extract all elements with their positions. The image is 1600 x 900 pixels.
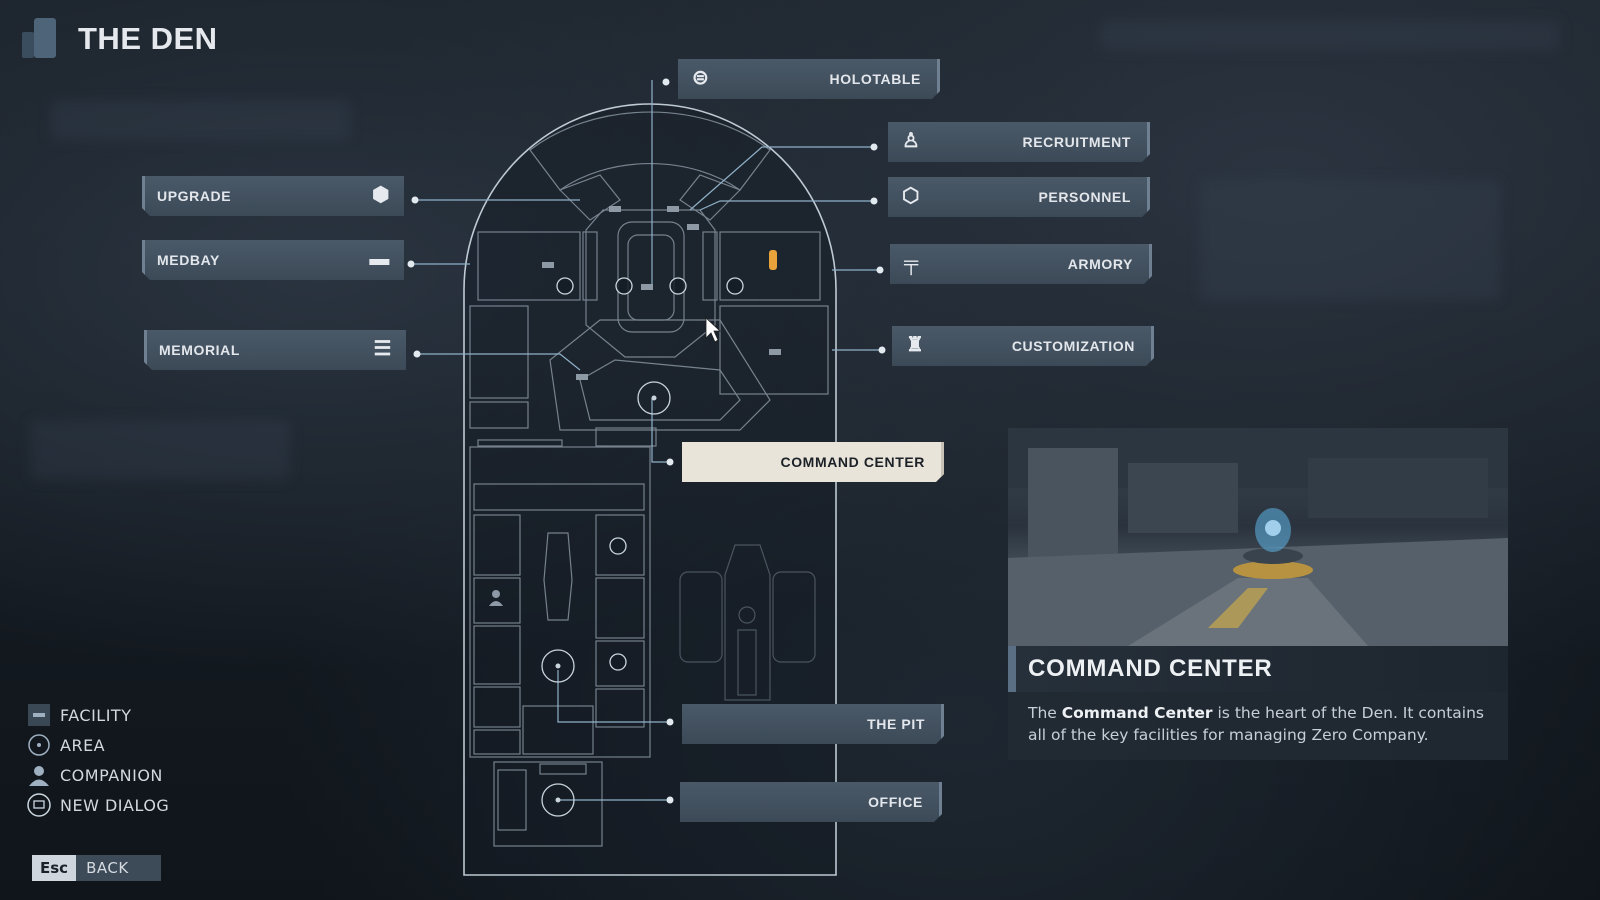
legend-area: AREA: [26, 730, 169, 760]
background-blur: [50, 100, 350, 140]
background-blur: [1100, 20, 1560, 50]
esc-key: Esc: [32, 855, 77, 881]
facility-icon: [26, 702, 52, 728]
callout-holotable[interactable]: ⊜ HOLOTABLE: [678, 59, 940, 99]
map-legend: FACILITY AREA COMPANION NEW DIALOG: [26, 700, 169, 820]
callout-medbay[interactable]: MEDBAY ▬: [142, 240, 404, 280]
callout-customization-label: CUSTOMIZATION: [1011, 338, 1135, 354]
legend-facility: FACILITY: [26, 700, 169, 730]
callout-command-center-label: COMMAND CENTER: [780, 454, 925, 470]
callout-customization[interactable]: ♜ CUSTOMIZATION: [892, 326, 1154, 366]
callout-office[interactable]: OFFICE: [680, 782, 942, 822]
callout-armory[interactable]: ╤ ARMORY: [890, 244, 1152, 284]
info-title: COMMAND CENTER: [1028, 655, 1273, 682]
callout-personnel-label: PERSONNEL: [1038, 189, 1131, 205]
callout-memorial-label: MEMORIAL: [159, 342, 241, 358]
callout-upgrade-label: UPGRADE: [157, 188, 232, 204]
armory-icon: ╤: [904, 252, 919, 274]
back-label: BACK: [76, 855, 161, 881]
legend-companion: COMPANION: [26, 760, 169, 790]
leader-lines: [411, 80, 882, 801]
info-description: The Command Center is the heart of the D…: [1008, 692, 1508, 760]
callout-the-pit-label: THE PIT: [867, 716, 925, 732]
page-title: THE DEN: [78, 21, 218, 56]
holotable-icon: ⊜: [692, 67, 710, 89]
upgrade-icon: ⬢: [371, 184, 390, 206]
callout-command-center[interactable]: COMMAND CENTER: [682, 442, 944, 482]
command-center-image: [1008, 428, 1508, 646]
area-markers: [541, 381, 671, 817]
background-blur: [1200, 180, 1500, 300]
leader-dots: [407, 78, 886, 804]
medbay-icon: ▬: [369, 248, 390, 270]
info-title-bar: COMMAND CENTER: [1008, 646, 1508, 692]
back-button[interactable]: Esc BACK: [32, 855, 161, 881]
area-icon: [26, 732, 52, 758]
highlight-marker: [769, 250, 777, 270]
memorial-icon: ☰: [373, 338, 392, 360]
callout-holotable-label: HOLOTABLE: [829, 71, 921, 87]
facility-markers: [542, 206, 781, 380]
callout-recruitment-label: RECRUITMENT: [1022, 134, 1131, 150]
callout-memorial[interactable]: MEMORIAL ☰: [144, 330, 406, 370]
info-panel: COMMAND CENTER The Command Center is the…: [1008, 428, 1508, 760]
callout-upgrade[interactable]: UPGRADE ⬢: [142, 176, 404, 216]
customization-icon: ♜: [906, 334, 925, 356]
recruitment-icon: ♙: [902, 130, 921, 152]
legend-new-dialog: NEW DIALOG: [26, 790, 169, 820]
personnel-icon: ⬡: [902, 185, 921, 207]
background-blur: [30, 420, 290, 480]
callout-office-label: OFFICE: [868, 794, 923, 810]
mouse-cursor: [705, 317, 722, 343]
companion-marker: [489, 590, 503, 606]
callout-armory-label: ARMORY: [1067, 256, 1133, 272]
companion-icon: [26, 762, 52, 788]
callout-medbay-label: MEDBAY: [157, 252, 220, 268]
page-header: THE DEN: [22, 18, 218, 60]
callout-the-pit[interactable]: THE PIT: [682, 704, 944, 744]
callout-recruitment[interactable]: ♙ RECRUITMENT: [888, 122, 1150, 162]
callout-personnel[interactable]: ⬡ PERSONNEL: [888, 177, 1150, 217]
dialog-markers: [556, 277, 744, 671]
dialog-icon: [26, 792, 52, 818]
map-rooms: [469, 111, 829, 847]
den-logo-icon: [22, 18, 58, 60]
